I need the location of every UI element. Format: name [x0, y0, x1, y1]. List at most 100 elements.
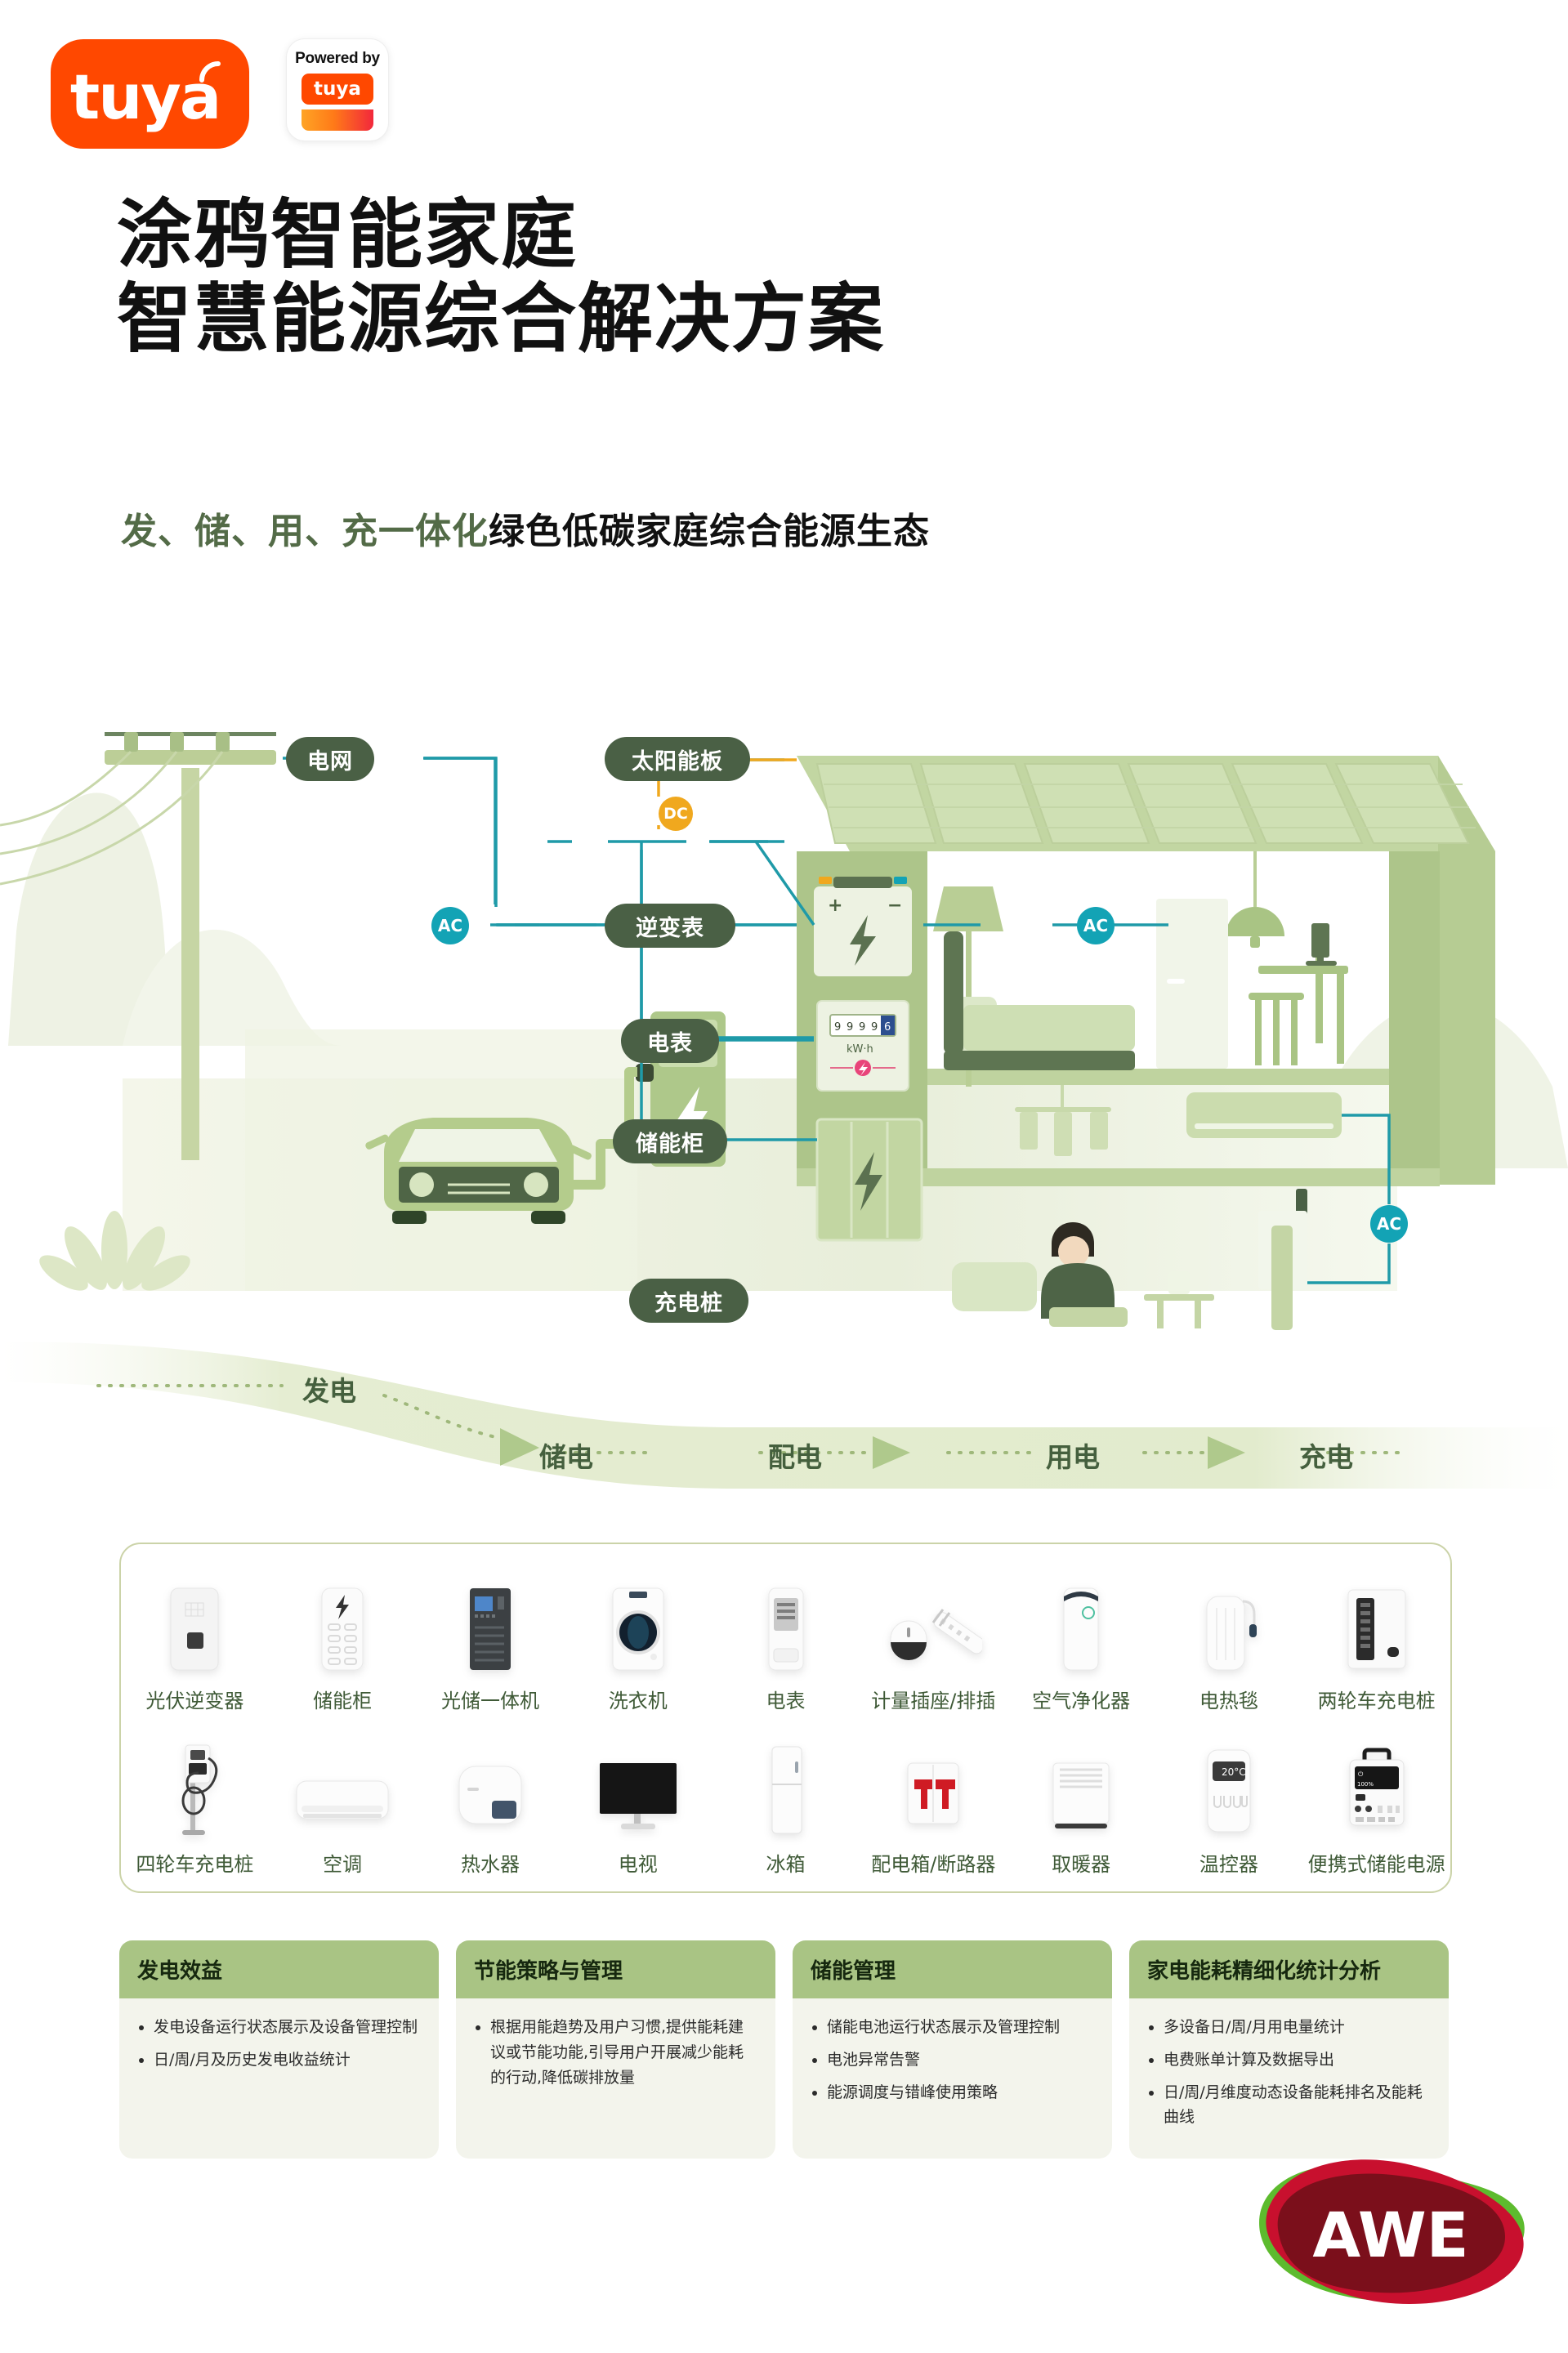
smart-plug-strip-icon — [890, 1609, 983, 1660]
svg-text:−: − — [887, 895, 902, 916]
ac-node-icon-bedroom: AC — [1077, 907, 1115, 944]
inverter-device: + − — [814, 877, 912, 976]
device-label: 冰箱 — [766, 1853, 806, 1876]
device-item[interactable]: 计量插座/排插 — [860, 1577, 1007, 1713]
label-solar-panel: 太阳能板 — [605, 737, 750, 781]
device-label: 四轮车充电桩 — [136, 1853, 254, 1876]
person-sitting — [952, 1222, 1128, 1327]
device-item[interactable]: 空调 — [269, 1740, 417, 1877]
device-item[interactable]: 冰箱 — [712, 1740, 860, 1877]
device-row-1: 光伏逆变器 储能柜 — [121, 1577, 1450, 1713]
flow-arrow — [500, 1428, 1245, 1469]
device-label: 电表 — [766, 1690, 806, 1712]
tuya-logo: tuya — [51, 39, 249, 149]
card-bullets: 发电设备运行状态展示及设备管理控制 日/周/月及历史发电收益统计 — [136, 2015, 422, 2073]
powered-by-label: Powered by — [295, 50, 380, 67]
side-table — [1144, 1271, 1214, 1328]
flow-step-4: 用电 — [1046, 1441, 1100, 1473]
pendant-light — [1226, 851, 1284, 948]
card-title: 家电能耗精细化统计分析 — [1129, 1940, 1449, 1998]
card-bullet: 日/周/月维度动态设备能耗排名及能耗曲线 — [1164, 2080, 1432, 2131]
page-subtitle: 发、储、用、充一体化绿色低碳家庭综合能源生态 — [121, 511, 930, 554]
energy-flow-band: 发电 储电 配电 用电 充电 — [0, 1332, 1568, 1511]
title-line-2: 智慧能源综合解决方案 — [117, 275, 886, 364]
device-label: 配电箱/断路器 — [871, 1853, 996, 1876]
powered-by-gradient-bar — [302, 109, 373, 131]
device-item[interactable]: 电视 — [564, 1740, 712, 1877]
svg-text:⏻: ⏻ — [1358, 1770, 1364, 1778]
card-bullet: 日/周/月及历史发电收益统计 — [154, 2047, 422, 2073]
ac-node-icon-living: AC — [1370, 1205, 1408, 1243]
thermostat-icon: 20°C — [1207, 1749, 1251, 1833]
desk-area — [1249, 923, 1348, 1065]
feature-card: 节能策略与管理 根据用能趋势及用户习惯,提供能耗建议或节能功能,引导用户开展减少… — [456, 1940, 775, 2159]
device-label: 热水器 — [460, 1853, 520, 1876]
television-icon — [599, 1763, 677, 1829]
title-line-1: 涂鸦智能家庭 — [117, 191, 579, 279]
device-item[interactable]: 两轮车充电桩 — [1302, 1577, 1450, 1713]
device-item[interactable]: 光伏逆变器 — [121, 1577, 269, 1713]
device-label: 储能柜 — [313, 1690, 373, 1712]
device-item[interactable]: 空气净化器 — [1007, 1577, 1155, 1713]
device-item[interactable]: ⏻ 100% 便携式储能电源 — [1302, 1740, 1450, 1877]
device-item[interactable]: 电热毯 — [1155, 1577, 1302, 1713]
device-label: 电热毯 — [1199, 1690, 1258, 1712]
device-label: 光储一体机 — [440, 1690, 539, 1712]
dc-node-icon: DC — [659, 797, 693, 831]
feature-card: 发电效益 发电设备运行状态展示及设备管理控制 日/周/月及历史发电收益统计 — [119, 1940, 439, 2159]
device-item[interactable]: 热水器 — [417, 1740, 565, 1877]
battery-level: 100% — [1357, 1781, 1374, 1788]
powered-by-tuya-badge: Powered by tuya — [287, 39, 388, 141]
air-conditioner-unit — [1186, 1092, 1342, 1138]
card-bullet: 电费账单计算及数据导出 — [1164, 2047, 1432, 2073]
tuya-wordmark: tuya — [69, 60, 221, 133]
label-inverter: 逆变表 — [605, 904, 735, 948]
svg-text:+: + — [828, 895, 842, 916]
awe-wordmark: AWE — [1312, 2199, 1468, 2271]
device-item[interactable]: 电表 — [712, 1577, 860, 1713]
floor-speaker — [1271, 1226, 1293, 1330]
label-grid: 电网 — [286, 737, 374, 781]
subtitle-highlight: 发、储、用、充一体化 — [121, 511, 489, 552]
device-label: 空调 — [323, 1853, 363, 1876]
device-label: 两轮车充电桩 — [1317, 1690, 1436, 1712]
device-label: 温控器 — [1199, 1853, 1258, 1876]
device-label: 洗衣机 — [608, 1690, 668, 1712]
flow-step-3: 配电 — [768, 1441, 822, 1473]
device-catalog-panel: 光伏逆变器 储能柜 — [119, 1543, 1452, 1893]
card-title: 节能策略与管理 — [456, 1940, 775, 1998]
thermostat-temp: 20°C — [1222, 1766, 1246, 1778]
card-bullet: 储能电池运行状态展示及管理控制 — [827, 2015, 1096, 2040]
brand-logo-bar: tuya Powered by tuya — [51, 39, 388, 149]
powered-by-tuya-wordmark: tuya — [302, 74, 373, 105]
awe-logo: AWE — [1259, 2159, 1525, 2305]
solar-panel-array — [815, 763, 1476, 844]
electricity-meter-icon — [768, 1587, 804, 1671]
device-item[interactable]: 20°C 温控器 — [1155, 1740, 1302, 1877]
device-label: 计量插座/排插 — [871, 1690, 996, 1712]
device-row-2: 四轮车充电桩 空调 热水器 — [121, 1740, 1450, 1877]
water-heater-icon — [458, 1766, 522, 1824]
ac-node-icon-left: AC — [431, 907, 469, 944]
device-item[interactable]: 洗衣机 — [564, 1577, 712, 1713]
device-item[interactable]: 配电箱/断路器 — [860, 1740, 1007, 1877]
device-label: 便携式储能电源 — [1307, 1853, 1445, 1876]
device-item[interactable]: 光储一体机 — [417, 1577, 565, 1713]
card-title: 发电效益 — [119, 1940, 439, 1998]
storage-cabinet-icon — [321, 1587, 364, 1671]
wifi-signal-icon — [199, 61, 221, 83]
device-label: 空气净化器 — [1032, 1690, 1131, 1712]
device-item[interactable]: 四轮车充电桩 — [121, 1740, 269, 1877]
electric-car — [365, 1118, 592, 1224]
label-storage-cabinet: 储能柜 — [613, 1119, 727, 1163]
card-bullet: 能源调度与错峰使用策略 — [827, 2080, 1096, 2105]
card-bullets: 多设备日/周/月用电量统计 电费账单计算及数据导出 日/周/月维度动态设备能耗排… — [1146, 2015, 1432, 2130]
device-item[interactable]: 储能柜 — [269, 1577, 417, 1713]
two-wheeler-charger-icon — [1347, 1589, 1406, 1669]
device-item[interactable]: 取暖器 — [1007, 1740, 1155, 1877]
refrigerator-icon — [771, 1746, 802, 1834]
